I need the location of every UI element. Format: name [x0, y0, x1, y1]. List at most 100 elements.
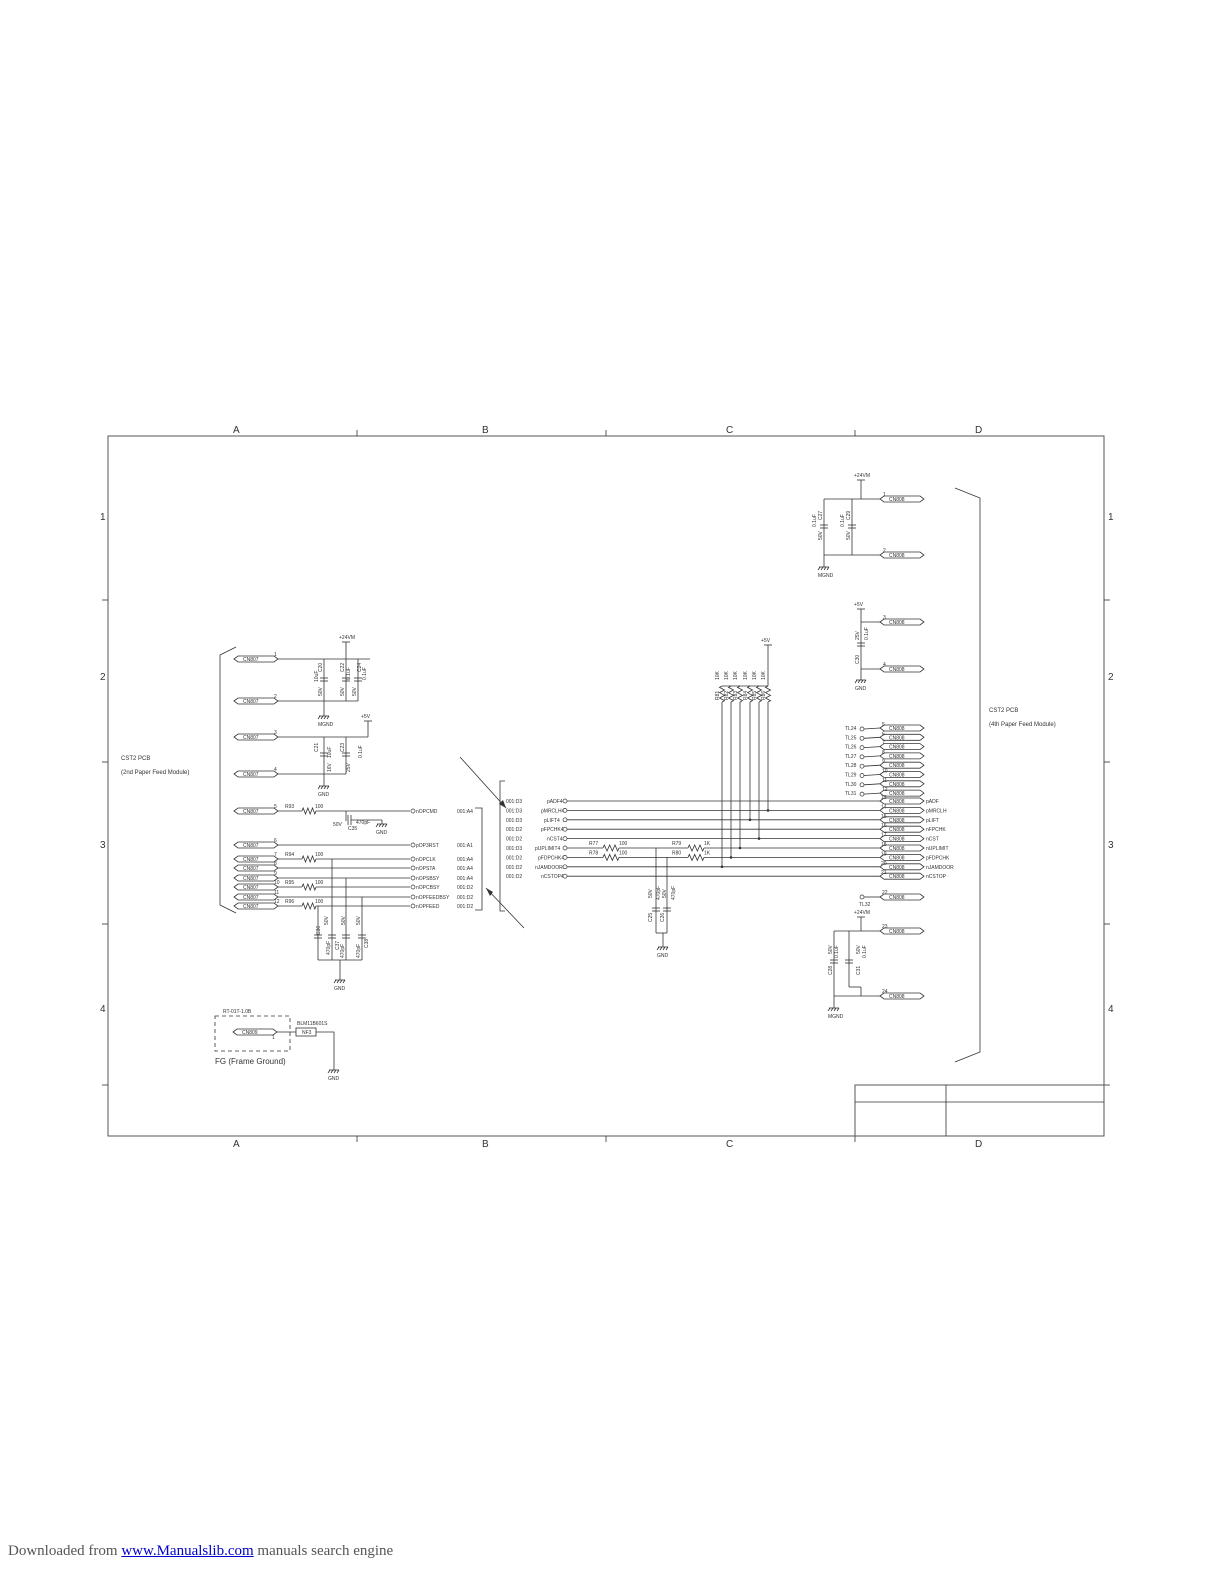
- fg-label: FG (Frame Ground): [215, 1057, 286, 1066]
- ground-hatch: [827, 1007, 831, 1012]
- pullup-ref: R81: [715, 691, 721, 700]
- cn807-pin-number: 3: [274, 730, 277, 736]
- cn808-tag-pin8: CN808: [879, 752, 925, 760]
- cn808-tag-pin23: CN808: [879, 927, 925, 935]
- tag-label: CN807: [243, 735, 259, 741]
- cap-c23: [342, 752, 350, 757]
- wire: [863, 764, 881, 767]
- cap-c22-ref: C22: [340, 663, 346, 672]
- cn808-tag-signal: CN808: [879, 863, 925, 871]
- bus-port-padf4: [562, 798, 568, 804]
- arrow-head: [486, 888, 493, 896]
- ground-label: GND: [657, 953, 669, 959]
- zone-row-left-4: 4: [100, 1004, 106, 1015]
- cn808-pin-number: 11: [882, 778, 887, 784]
- tag-label: CN807: [243, 876, 259, 882]
- tag-outline: [879, 992, 925, 1000]
- cn807-pin-number: 2: [274, 694, 277, 700]
- ground-hatch: [820, 566, 824, 571]
- cn807-pin-number: 5: [274, 804, 277, 810]
- ground-hatch: [320, 785, 324, 790]
- net-name: nOPCMD: [416, 809, 438, 815]
- cn808-pin-number: 18: [881, 842, 887, 848]
- cap-c23-value: 0.1uF: [358, 745, 364, 758]
- cn807-tag-pin8: CN807: [233, 864, 279, 872]
- testpoint-circle: [859, 791, 865, 797]
- ground-label: GND: [376, 830, 388, 836]
- tag-label: CN808: [889, 754, 905, 760]
- cn808-pin-number: 4: [883, 662, 886, 668]
- pullup-ref: R83: [733, 691, 739, 700]
- testpoint-circle: [859, 726, 865, 732]
- pullup-value: 10K: [761, 670, 767, 680]
- title-box: [854, 1084, 1105, 1137]
- resistor-r78: [602, 853, 620, 862]
- gnd-left-5v: GND: [317, 782, 330, 798]
- resistor-r77: [602, 844, 620, 852]
- junction-dot: [720, 865, 724, 869]
- tag-label: CN808: [889, 553, 905, 559]
- bus-port-puplimit4: [562, 845, 568, 851]
- resistor-r80: [687, 853, 705, 862]
- cap-c31-rating: 50V: [856, 944, 862, 954]
- resistor-value: 100: [315, 880, 324, 886]
- resistor-value: 100: [315, 804, 324, 810]
- wire: [863, 736, 881, 739]
- cap-c21: [320, 752, 328, 757]
- resistor-ref: R79: [672, 841, 681, 847]
- zone-column-top-C: C: [726, 425, 733, 436]
- net-port-nopsta: [410, 865, 416, 871]
- pullup-r85: [755, 685, 763, 703]
- tag-label: CN808: [889, 497, 905, 503]
- bus-sheet-ref: 001:D3: [506, 818, 522, 824]
- gnd-mgnd-right1: MGND: [817, 563, 834, 579]
- resistor-ref: R95: [285, 880, 294, 886]
- tag-label: CN807: [243, 809, 259, 815]
- cap-filter: [314, 934, 322, 939]
- ground-label: GND: [855, 686, 867, 692]
- ground-hatch: [836, 1007, 840, 1012]
- ground-label: GND: [318, 792, 330, 798]
- bus-signal-name: nJAMDOOR4: [535, 865, 566, 871]
- net-name: nOPCBSY: [416, 885, 440, 891]
- cn808-pin-number: 24: [882, 989, 888, 995]
- tag-outline: [879, 733, 925, 741]
- junction-dot: [729, 856, 733, 859]
- cn808-pin-number: 9: [882, 759, 885, 765]
- cap-c24-ref: C24: [357, 663, 363, 672]
- cap-c30-value: 0.1uF: [864, 627, 870, 640]
- tag-outline: [879, 816, 925, 824]
- tag-outline: [879, 551, 925, 559]
- manualslib-link[interactable]: www.Manualslib.com: [121, 1543, 254, 1559]
- resistor-ref: R78: [589, 850, 598, 856]
- cap-c28: [830, 959, 838, 964]
- tag-outline: [879, 752, 925, 760]
- arrow-head: [499, 800, 506, 808]
- cn808-signal-name: pFDPCHK: [926, 855, 950, 861]
- tag-label: CN807: [243, 657, 259, 663]
- cn807-pin-number: 8: [274, 861, 277, 867]
- supply-24vm-right2: +24VM: [854, 910, 870, 918]
- ground-label: GND: [328, 1076, 340, 1082]
- fg-part-number: RT-01T-1.0B: [223, 1009, 252, 1015]
- ground-hatch: [830, 1007, 834, 1012]
- ground-hatch: [327, 1069, 331, 1074]
- cn808-signal-name: nCSTOP: [926, 874, 947, 880]
- testpoint-circle: [859, 782, 865, 788]
- cap-c27-ref: C27: [818, 511, 824, 520]
- cap-c29: [848, 524, 856, 529]
- cn808-tag-pin1: CN808: [879, 495, 925, 503]
- junction-dot: [766, 809, 770, 812]
- cn808-pin-number: 8: [882, 750, 885, 756]
- tag-outline: [879, 618, 925, 626]
- footer-prefix: Downloaded from: [8, 1543, 122, 1559]
- cap-c24-rating: 50V: [352, 686, 358, 696]
- net-sheet-ref: 001:D2: [457, 895, 473, 901]
- cap-c35-value: 470pF: [356, 820, 370, 826]
- tag-outline: [879, 835, 925, 842]
- testpoint-label: TL25: [845, 735, 857, 741]
- tag-label: CN807: [243, 866, 259, 872]
- zone-column-bottom-A: A: [233, 1139, 240, 1150]
- bus-sheet-ref: 001:D3: [506, 799, 522, 805]
